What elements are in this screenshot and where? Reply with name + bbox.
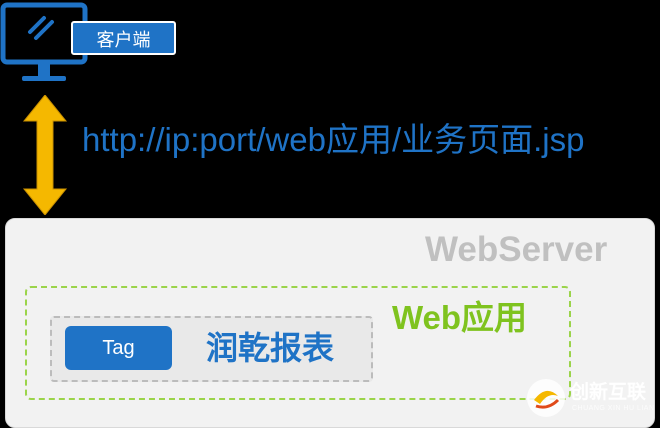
webapp-region <box>25 286 571 400</box>
tag-badge: Tag <box>65 326 172 370</box>
webapp-title: Web应用 <box>392 299 528 336</box>
report-label: 润乾报表 <box>206 330 335 366</box>
client-label: 客户端 <box>71 21 176 55</box>
webserver-title: WebServer <box>425 230 608 269</box>
bidirectional-arrow-icon <box>22 95 68 215</box>
watermark-text: 创新互联 <box>570 382 647 403</box>
watermark-logo-icon <box>527 379 565 417</box>
watermark-subtext: CHUANG XIN HU LIAN <box>572 405 655 412</box>
request-url: http://ip:port/web应用/业务页面.jsp <box>82 121 585 158</box>
